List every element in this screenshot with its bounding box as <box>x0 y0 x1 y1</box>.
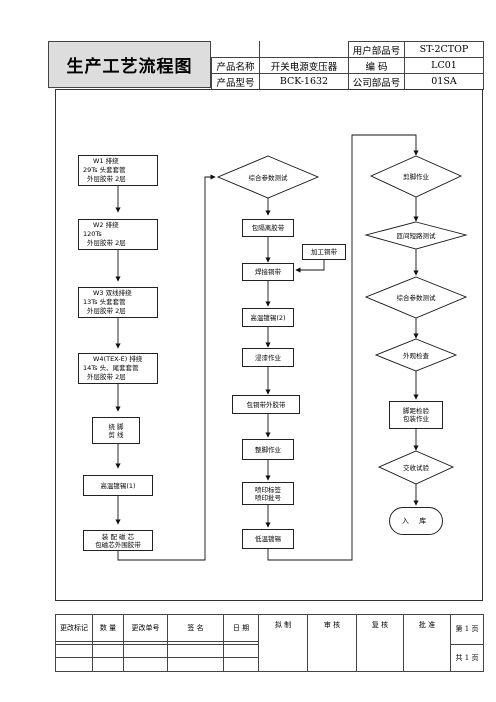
flow-connector <box>267 134 419 561</box>
revision-table: 更改标记 数 量 更改单号 签 名 日 期 拟 制 审 核 复 核 批 准 第 … <box>55 613 484 673</box>
step-line: 外层胶带 2层 <box>87 175 126 183</box>
header-info-table: 用户部品号 ST-2CTOP 产品名称 开关电源变压器 编 码 LC01 产品型… <box>211 41 484 90</box>
step-tin-1: 高温镀锡(1) <box>83 475 153 496</box>
decision-short-test: 匝间短路测试 <box>396 232 436 240</box>
col-date: 日 期 <box>223 613 259 643</box>
revision-row <box>55 641 484 645</box>
col-recheck: 复 核 <box>356 614 404 672</box>
step-wrap-foil-tape: 包铜带外胶带 <box>232 395 300 414</box>
step-label: 整脚作业 <box>255 445 281 454</box>
decision-param-test-shape <box>216 155 320 199</box>
step-title: W1 排绕 <box>93 157 119 165</box>
decision-accept: 交收试验 <box>403 464 429 472</box>
page-title: 生产工艺流程图 <box>48 41 211 88</box>
col-signature: 签 名 <box>167 613 224 643</box>
step-label: 高温镀锡(2) <box>250 313 286 322</box>
header-row: 用户部品号 ST-2CTOP <box>211 41 484 58</box>
step-varnish: 浸漆作业 <box>242 348 294 367</box>
step-tin-low: 低温镀锡 <box>242 529 294 549</box>
flow-connector <box>117 174 216 561</box>
decision-cut-pin: 剪脚作业 <box>403 173 429 181</box>
step-line: 包装作业 <box>403 415 429 423</box>
revision-row <box>55 657 484 672</box>
step-pin-pitch-pack: 脚距检验 包装作业 <box>389 401 443 429</box>
step-line: 外层胶带 2层 <box>87 373 126 381</box>
step-title: W4(TEX-E) 排绕 <box>93 355 143 363</box>
step-label: 浸漆作业 <box>255 353 281 362</box>
step-trim-pin: 整脚作业 <box>242 439 294 460</box>
step-w3-winding: W3 双线排绕 13Ts 头套套管 外层胶带 2层 <box>78 287 158 318</box>
step-w1-winding: W1 排绕 29Ts 头套套管 外层胶带 2层 <box>78 155 158 186</box>
col-drafted: 拟 制 <box>258 614 308 672</box>
header-row: 产品型号 BCK-1632 公司部品号 01SA <box>211 73 484 90</box>
step-w2-winding: W2 排绕 120Ts 外层胶带 2层 <box>78 219 158 250</box>
step-label: 高温镀锡(1) <box>100 481 136 490</box>
step-title: W3 双线排绕 <box>93 289 132 297</box>
page-total: 共 1 页 <box>450 643 484 673</box>
step-print-label: 喷印标签 喷印批号 <box>242 482 294 505</box>
flowchart-frame <box>55 89 483 601</box>
step-line: 脚距检验 <box>403 407 429 415</box>
step-line: 外层胶带 2层 <box>87 307 126 315</box>
step-line: 13Ts 头套套管 <box>83 298 126 306</box>
revision-row: 共 1 页 <box>55 643 484 673</box>
col-quantity: 数 量 <box>92 613 124 643</box>
col-change-mark: 更改标记 <box>55 613 93 643</box>
step-w4-winding: W4(TEX-E) 排绕 14Ts 头、尾套套管 外层胶带 2层 <box>78 353 158 384</box>
step-line: 14Ts 头、尾套套管 <box>83 364 139 372</box>
decision-accept-shape <box>377 450 455 485</box>
decision-cut-pin-shape <box>369 155 463 198</box>
decision-visual-shape <box>374 338 458 372</box>
step-line: 装 配 磁 芯 <box>101 532 135 541</box>
step-title: W2 排绕 <box>93 221 119 229</box>
step-twist-cut: 绕 脚 剪 线 <box>92 417 140 444</box>
step-line: 29Ts 头套套管 <box>83 166 126 174</box>
step-line: 绕 脚 <box>108 422 124 431</box>
step-line: 剪 线 <box>108 430 124 439</box>
step-assemble-core: 装 配 磁 芯 包磁芯外围胶带 <box>83 530 153 551</box>
step-line: 喷印标签 <box>255 485 281 494</box>
revision-header-row: 更改标记 数 量 更改单号 签 名 日 期 拟 制 审 核 复 核 批 准 第 … <box>55 613 484 672</box>
decision-visual: 外观检查 <box>403 352 429 360</box>
decision-param-test: 综合参数测试 <box>248 174 288 182</box>
page-current: 第 1 页 <box>450 614 484 645</box>
step-line: 喷印批号 <box>255 493 281 502</box>
step-line: 包磁芯外围胶带 <box>95 540 141 549</box>
step-line: 外层胶带 2层 <box>87 239 126 247</box>
decision-param-test-2-shape <box>364 276 468 319</box>
step-line: 120Ts <box>83 230 102 238</box>
decision-short-test-shape <box>364 221 468 250</box>
step-label: 包铜带外胶带 <box>246 400 286 409</box>
step-solder-foil: 焊接铜带 <box>242 263 294 281</box>
col-review: 审 核 <box>307 614 357 672</box>
step-label: 低温镀锡 <box>255 535 281 543</box>
col-change-no: 更改单号 <box>123 613 168 643</box>
col-approve: 批 准 <box>403 614 451 672</box>
step-label: 包隔离胶带 <box>251 224 285 232</box>
step-label: 加工铜带 <box>311 248 337 256</box>
step-tin-2: 高温镀锡(2) <box>242 308 294 327</box>
step-wrap-insulation: 包隔离胶带 <box>242 219 294 237</box>
step-process-foil: 加工铜带 <box>302 244 346 260</box>
step-label: 焊接铜带 <box>255 268 281 276</box>
terminal-stock-in: 入 库 <box>389 507 443 535</box>
flow-arrow <box>295 260 325 273</box>
decision-param-test-2: 综合参数测试 <box>396 294 436 302</box>
